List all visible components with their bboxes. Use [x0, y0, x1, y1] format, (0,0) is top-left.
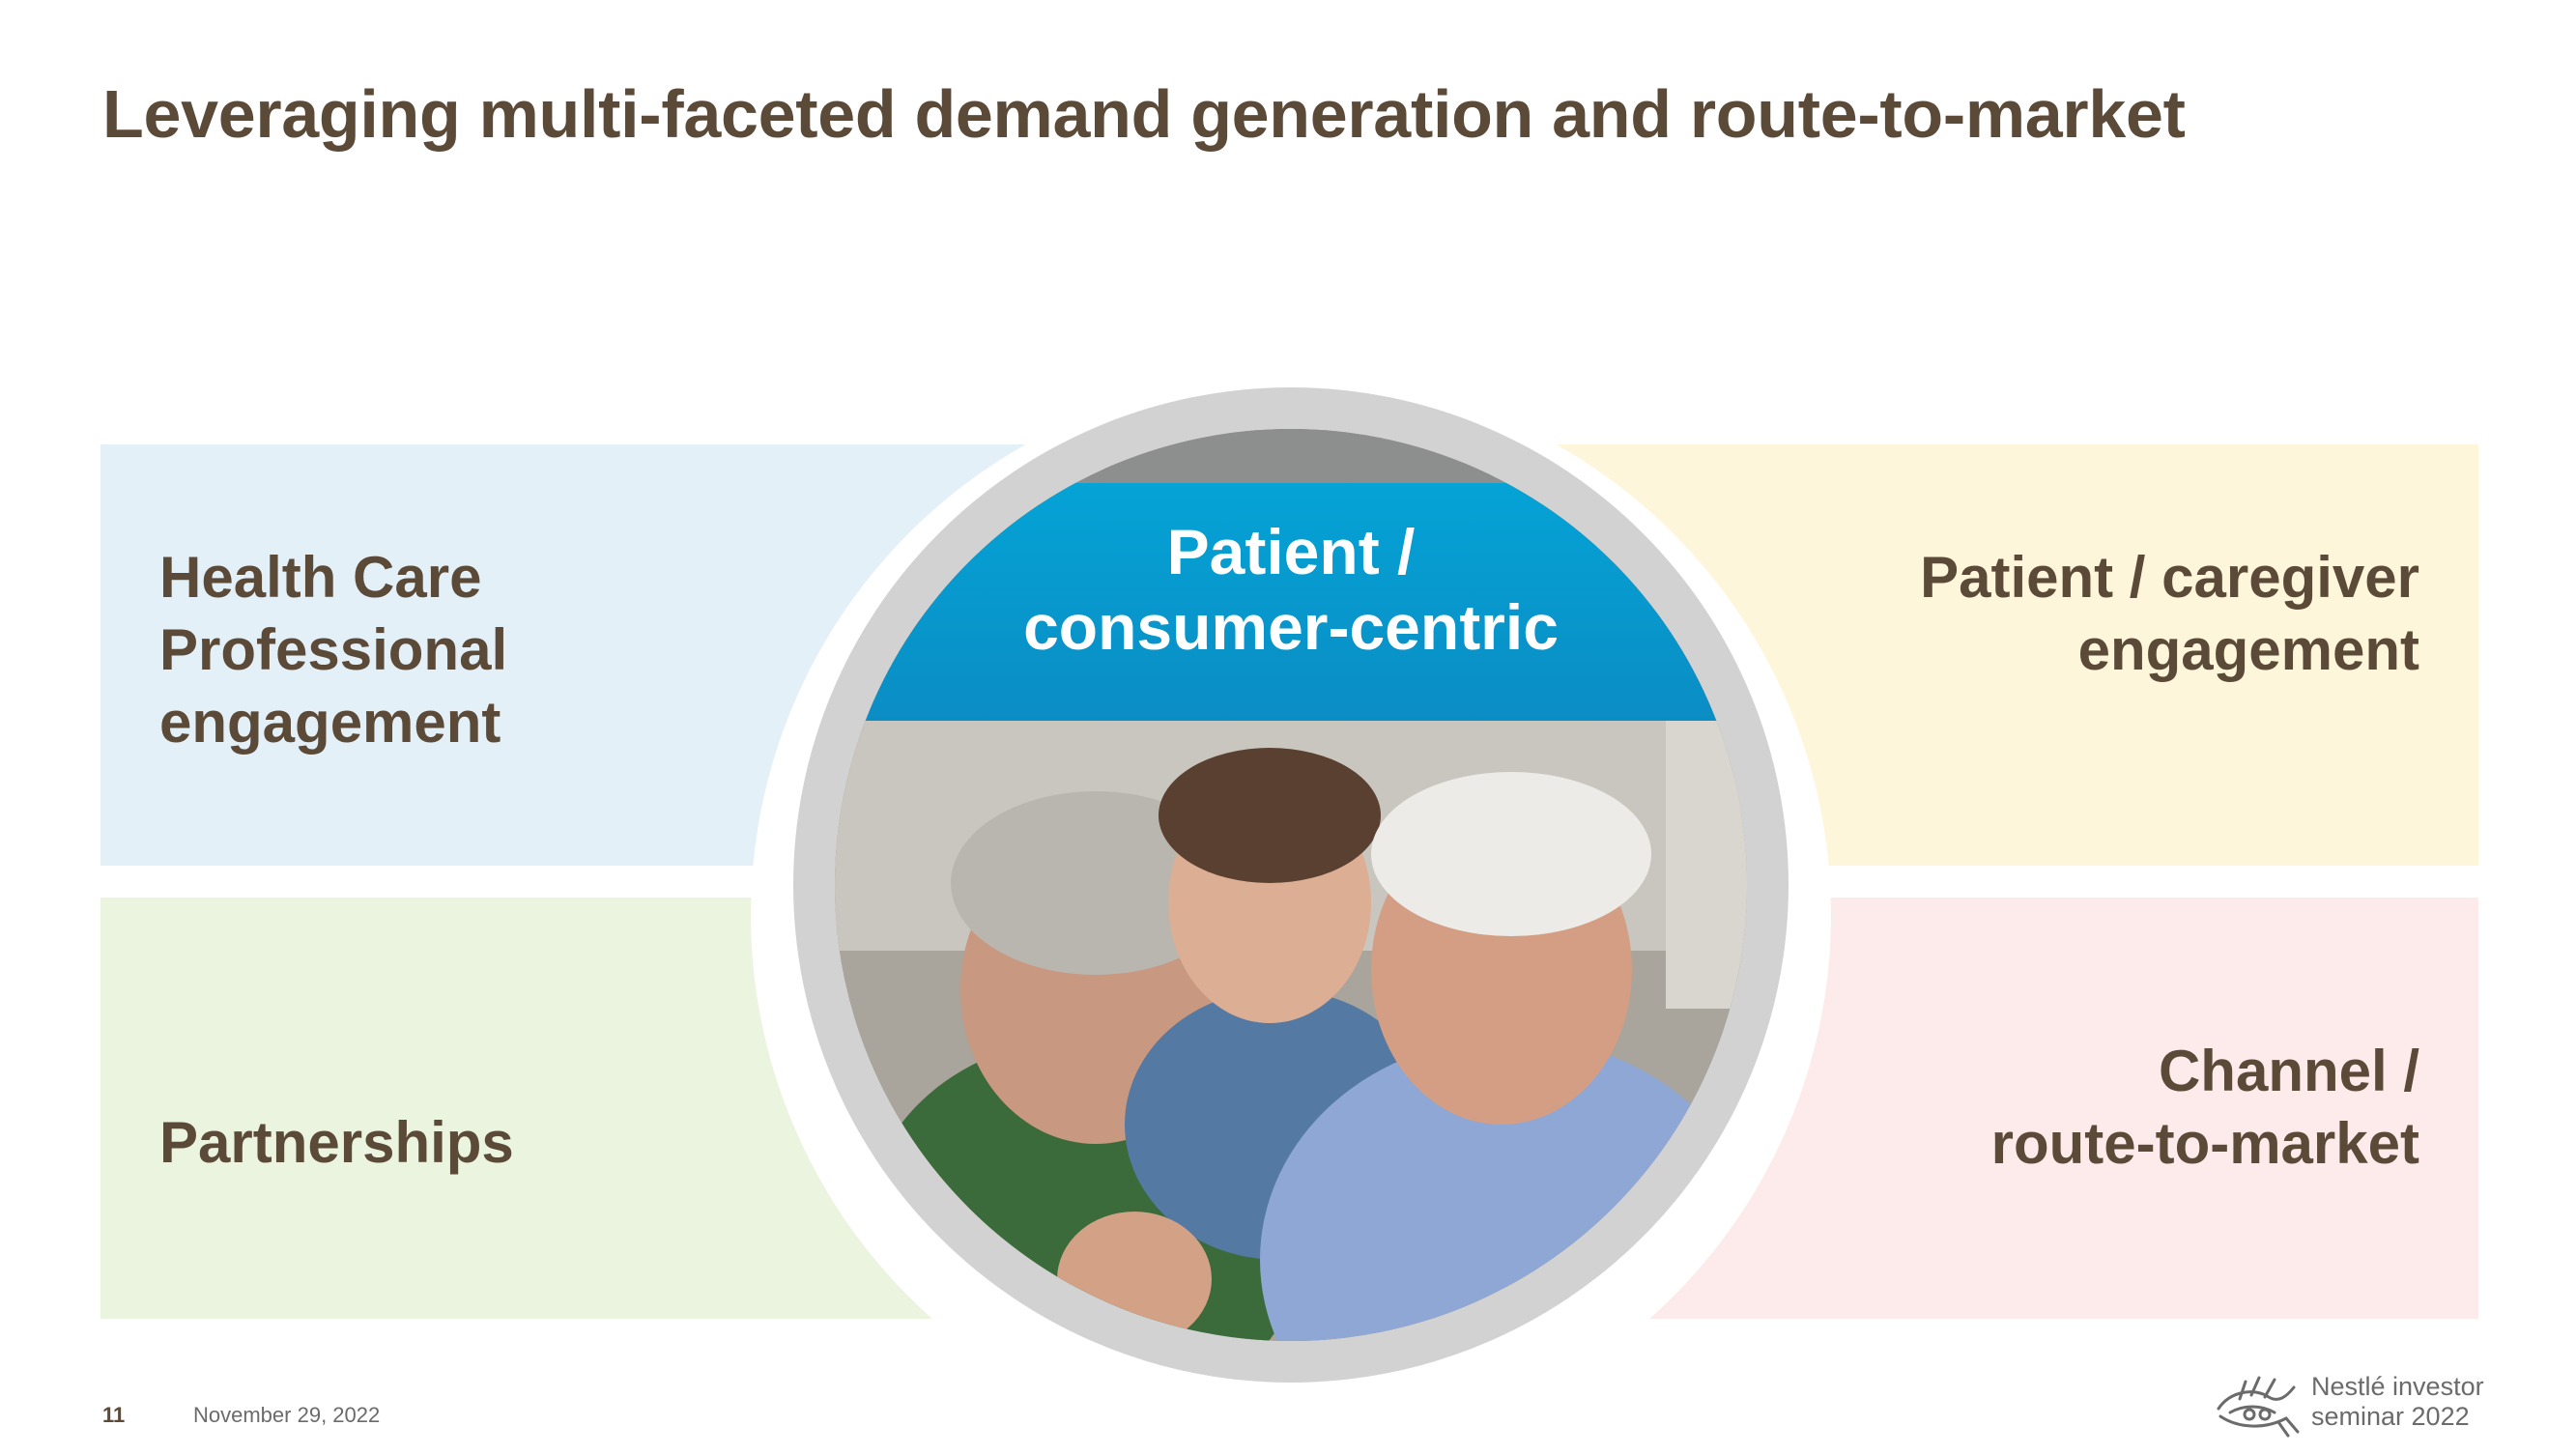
quadrant-label: Health Care Professional engagement: [159, 545, 508, 755]
center-banner: Patient / consumer-centric: [835, 483, 1747, 721]
footer-date: November 29, 2022: [193, 1403, 381, 1427]
center-photo: Patient / consumer-centric: [835, 429, 1747, 1341]
quadrant-label: Channel / route-to-market: [1990, 1039, 2419, 1176]
nestle-nest-logo-icon: [2217, 1376, 2300, 1438]
page-number: 11: [102, 1403, 126, 1427]
brand-text: Nestlé investor seminar 2022: [2311, 1372, 2484, 1431]
banner-text: Patient / consumer-centric: [1023, 516, 1559, 663]
slide-title: Leveraging multi-faceted demand generati…: [102, 76, 2186, 152]
quadrant-label: Patient / caregiver engagement: [1920, 545, 2419, 682]
quadrant-label: Partnerships: [159, 1110, 514, 1175]
